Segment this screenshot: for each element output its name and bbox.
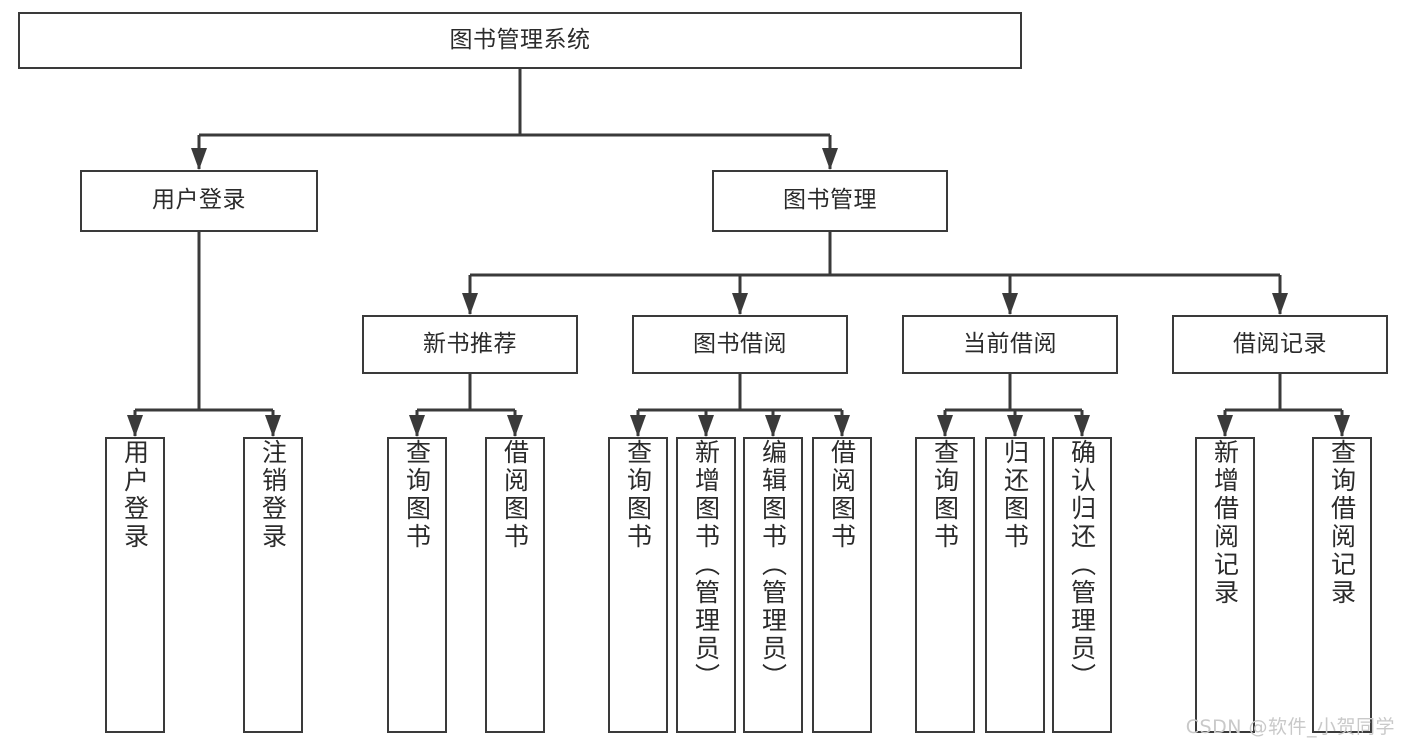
node-leaf-10[interactable]: 归还图书 [985, 437, 1045, 733]
node-label: 借阅记录 [1233, 330, 1327, 357]
node-leaf-12[interactable]: 新增借阅记录 [1195, 437, 1255, 733]
node-label: 查询图书 [623, 439, 653, 551]
node-label: 查询图书 [930, 439, 960, 551]
node-label: 图书管理系统 [449, 26, 591, 53]
node-label: 新书推荐 [423, 330, 517, 357]
node-records[interactable]: 借阅记录 [1172, 315, 1388, 374]
node-leaf-5[interactable]: 查询图书 [608, 437, 668, 733]
node-borrow[interactable]: 图书借阅 [632, 315, 848, 374]
node-label: 查询图书 [402, 439, 432, 551]
node-leaf-3[interactable]: 查询图书 [387, 437, 447, 733]
node-leaf-1[interactable]: 用户登录 [105, 437, 165, 733]
node-label: 新增借阅记录 [1210, 439, 1240, 607]
node-label: 用户登录 [152, 187, 246, 214]
node-label: 查询借阅记录 [1327, 439, 1357, 607]
node-newbook[interactable]: 新书推荐 [362, 315, 578, 374]
node-label: 图书借阅 [693, 330, 787, 357]
node-leaf-7[interactable]: 编辑图书（管理员） [743, 437, 803, 733]
node-root[interactable]: 图书管理系统 [18, 12, 1022, 69]
node-leaf-9[interactable]: 查询图书 [915, 437, 975, 733]
node-label: 图书管理 [783, 187, 877, 214]
node-label: 注销登录 [258, 439, 288, 551]
node-label: 用户登录 [120, 439, 150, 551]
node-leaf-6[interactable]: 新增图书（管理员） [676, 437, 736, 733]
node-label: 确认归还（管理员） [1067, 439, 1097, 691]
node-label: 当前借阅 [963, 330, 1057, 357]
node-login[interactable]: 用户登录 [80, 170, 318, 232]
node-label: 编辑图书（管理员） [758, 439, 788, 691]
node-leaf-11[interactable]: 确认归还（管理员） [1052, 437, 1112, 733]
node-leaf-4[interactable]: 借阅图书 [485, 437, 545, 733]
node-leaf-13[interactable]: 查询借阅记录 [1312, 437, 1372, 733]
watermark: CSDN @软件_小贺同学 [1185, 716, 1395, 738]
node-label: 借阅图书 [827, 439, 857, 551]
node-bookmgmt[interactable]: 图书管理 [712, 170, 948, 232]
node-leaf-8[interactable]: 借阅图书 [812, 437, 872, 733]
node-label: 借阅图书 [500, 439, 530, 551]
node-leaf-2[interactable]: 注销登录 [243, 437, 303, 733]
node-label: 新增图书（管理员） [691, 439, 721, 691]
node-current[interactable]: 当前借阅 [902, 315, 1118, 374]
node-label: 归还图书 [1000, 439, 1030, 551]
